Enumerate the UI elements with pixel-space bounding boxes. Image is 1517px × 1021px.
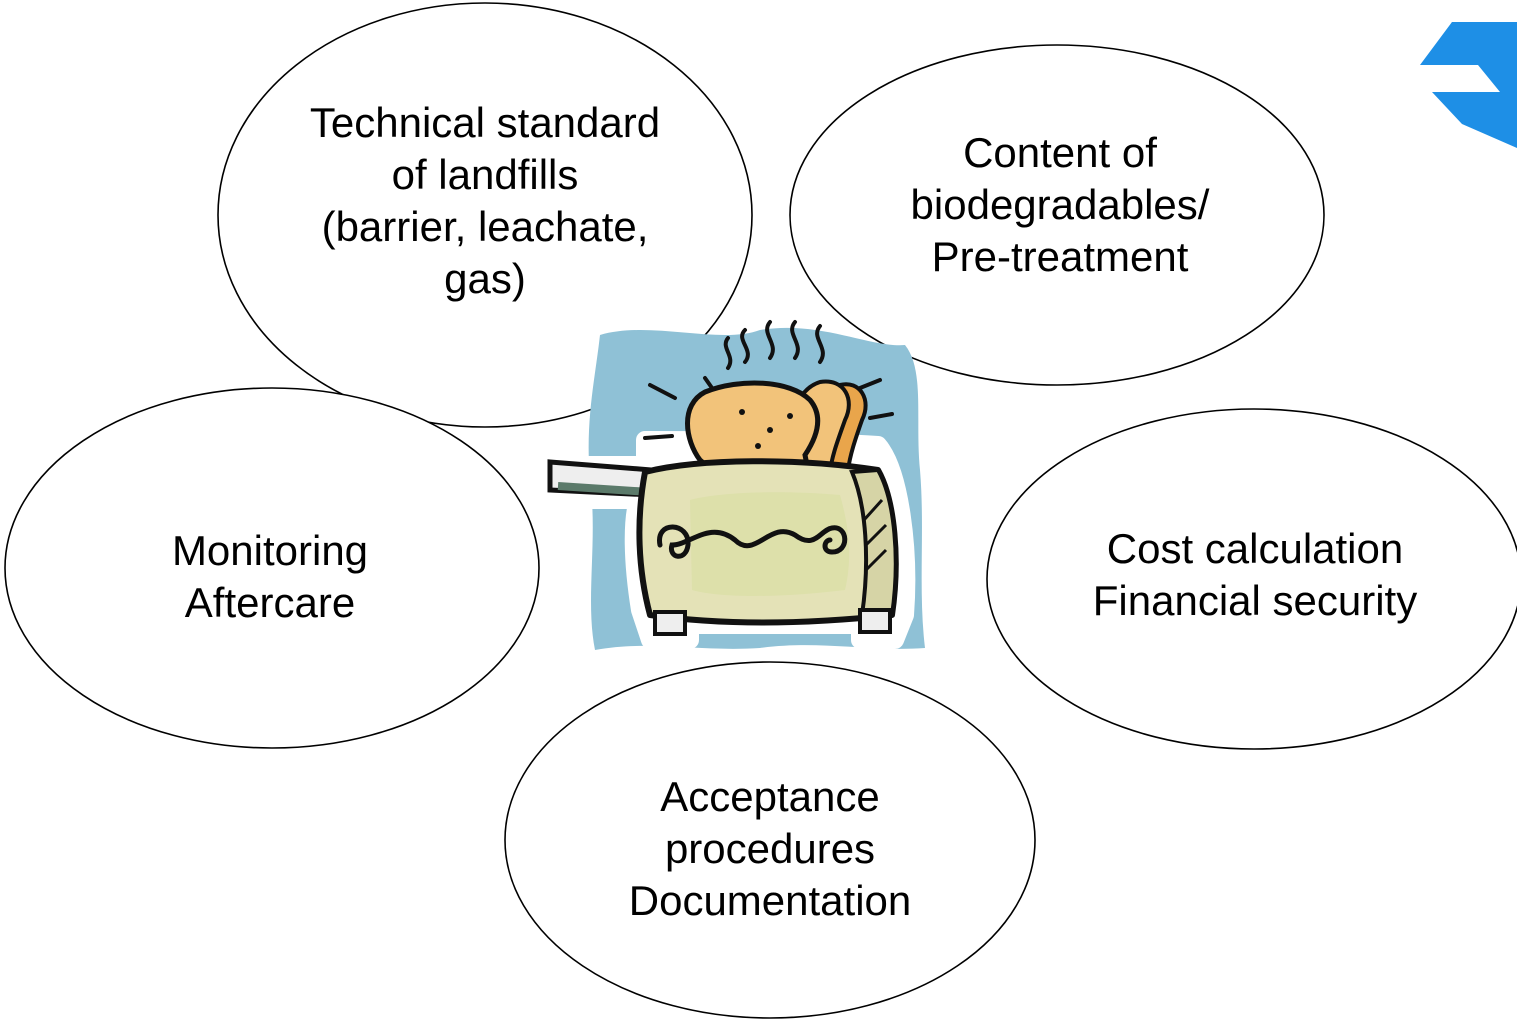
bubble-technical (217, 2, 753, 428)
bubble-monitoring (4, 387, 540, 749)
bubble-cost (986, 408, 1517, 750)
bubble-acceptance (504, 661, 1036, 1019)
bubble-biodegradables (789, 44, 1325, 386)
